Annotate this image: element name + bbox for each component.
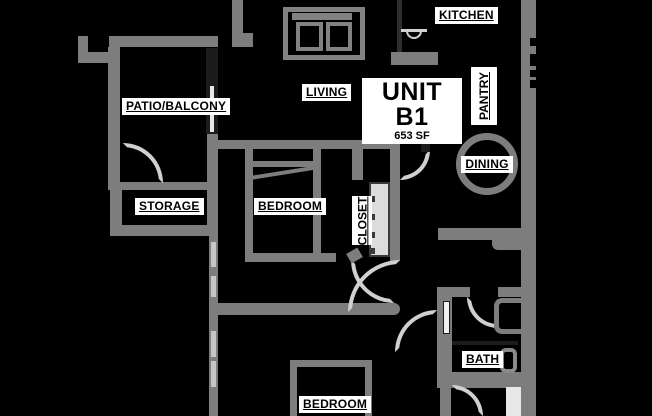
wall [492,240,521,250]
dashed-line-mark [530,70,536,77]
room-label-patio: PATIO/BALCONY [122,98,231,115]
wall [110,183,122,235]
media-unit-frame [283,7,365,60]
wall [498,287,521,297]
door-swing-arc [452,385,483,416]
room-label-storage: STORAGE [135,198,204,215]
entry-door-opening [506,387,521,416]
wall [78,36,88,63]
wall [232,33,253,47]
door-leaf [421,143,430,152]
unit-title-box: UNIT B1 653 SF [362,78,462,145]
wall [218,140,363,149]
door-swing-arc [123,143,163,183]
kitchen-counter-edge [397,0,402,54]
wall [438,228,522,240]
closet-rod-tick [371,232,375,238]
room-label-bath: BATH [462,351,504,368]
bed-outline [365,360,372,416]
window [211,331,216,357]
unit-area: 653 SF [394,130,430,142]
wall [440,387,451,416]
bed-pillow-line [253,161,313,167]
wall [245,253,336,262]
closet-rod-tick [371,196,375,202]
room-label-kitchen: KITCHEN [435,7,498,24]
media-unit-shelf [292,13,352,20]
room-label-bedroom2: BEDROOM [299,396,372,413]
dashed-line-mark [530,38,536,46]
room-label-closet-text: CLOSET [355,196,370,245]
toilet [494,298,521,334]
closet-rod-tick [371,248,375,254]
kitchen-counter [391,52,438,65]
dashed-line-mark [530,80,536,88]
room-label-living: LIVING [302,84,352,101]
door-swing-arc [400,150,430,180]
dining-table: DINING [456,133,518,195]
wall [521,0,536,416]
media-unit-pane [326,22,352,51]
unit-title: UNIT B1 [381,78,443,131]
wall [207,133,218,236]
wall [110,225,218,236]
room-label-dining: DINING [461,155,513,173]
closet-rod-tick [371,214,375,220]
wall [109,36,218,47]
room-label-bedroom1: BEDROOM [254,198,327,215]
bathtub-edge [452,341,518,345]
wall-with-windows [209,236,218,416]
wall [390,149,400,261]
room-label-closet: CLOSET [352,196,372,245]
kitchen-sink-basin [406,31,422,39]
bathroom-door-pocket [443,301,450,334]
wall [108,47,120,183]
window [211,242,216,267]
bed-fold-line [249,165,315,180]
door-swing-arc [395,310,437,352]
room-label-pantry: PANTRY [471,67,497,125]
wall [232,0,243,40]
window [211,276,216,297]
media-unit-pane [296,22,323,51]
wall [437,372,521,388]
wall [352,148,363,180]
dashed-line-mark [530,54,536,66]
bed-outline [290,360,372,367]
bed-outline [245,148,253,253]
window [211,361,216,387]
bed-outline [290,360,297,416]
wall [108,182,207,190]
room-label-pantry-text: PANTRY [477,72,491,120]
wall [88,52,110,63]
wall [438,287,470,297]
